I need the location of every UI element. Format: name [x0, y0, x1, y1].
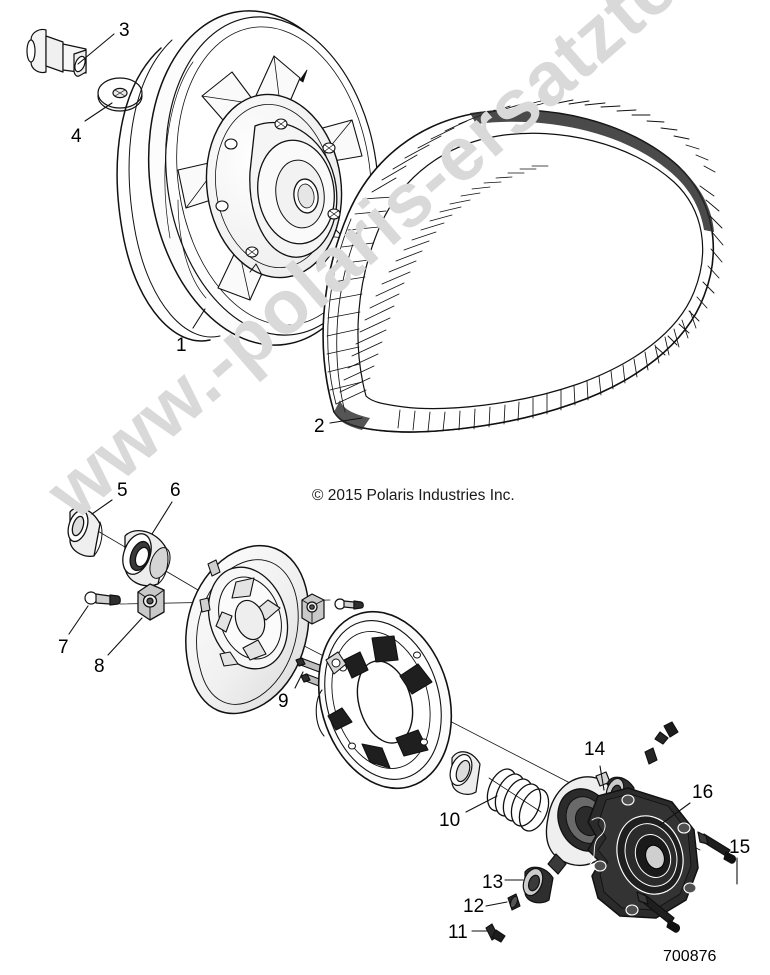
- callout-2: 2: [314, 416, 325, 437]
- leader-line-9: [294, 671, 304, 689]
- part-flat-washer: [97, 77, 143, 112]
- leader-line-2: [329, 417, 363, 424]
- part-ball-bearing: [122, 530, 171, 587]
- part-cover-bolt: [636, 831, 737, 933]
- callout-5: 5: [117, 480, 128, 501]
- callout-10: 10: [439, 810, 461, 831]
- callout-16: 16: [692, 782, 714, 803]
- leader-line-1: [192, 308, 206, 329]
- leader-line-7: [68, 605, 89, 635]
- part-bushing: [522, 866, 554, 904]
- leader-line-14: [599, 765, 605, 791]
- callout-3: 3: [119, 20, 130, 41]
- part-compression-spring: [486, 768, 550, 832]
- part-washer-upper: [644, 747, 658, 765]
- part-flange-bolt: [26, 28, 87, 77]
- part-washer-small: [507, 893, 521, 911]
- copyright-notice: © 2015 Polaris Industries Inc.: [312, 487, 515, 504]
- part-hex-nut: [137, 583, 165, 621]
- callout-13: 13: [482, 872, 504, 893]
- callout-8: 8: [94, 656, 105, 677]
- callout-7: 7: [58, 637, 69, 658]
- callout-12: 12: [463, 896, 485, 917]
- part-small-screw: [485, 923, 506, 943]
- leader-line-6: [151, 501, 173, 535]
- diagram-part-number: 700876: [663, 948, 717, 965]
- part-clutch-cover-housing: [587, 787, 699, 919]
- callout-1: 1: [176, 335, 187, 356]
- leader-line-16: [659, 802, 691, 826]
- part-roller-pin: [84, 591, 121, 606]
- callout-14: 14: [584, 739, 606, 760]
- part-hex-nut-secondary: [301, 593, 325, 625]
- callout-6: 6: [170, 480, 181, 501]
- callout-11: 11: [448, 922, 468, 943]
- leader-line-10: [465, 795, 498, 813]
- leader-line-12: [485, 901, 508, 907]
- leader-line-3: [77, 33, 115, 65]
- part-spacer-ring: [449, 751, 481, 795]
- callout-9: 9: [278, 691, 289, 712]
- part-cvt-drive-belt: [322, 99, 724, 433]
- leader-line-8: [107, 617, 143, 656]
- leader-line-4: [84, 102, 113, 122]
- part-clutch-spider: [315, 610, 453, 790]
- leader-line-5: [91, 499, 113, 515]
- part-drive-clutch-sheave: [116, 10, 379, 346]
- callout-4: 4: [71, 126, 82, 147]
- part-screw-upper: [654, 721, 679, 745]
- callout-15: 15: [729, 837, 751, 858]
- part-roller-pin-secondary: [334, 598, 364, 610]
- part-spacer-sleeve: [67, 507, 103, 557]
- part-movable-sheave: [185, 545, 310, 715]
